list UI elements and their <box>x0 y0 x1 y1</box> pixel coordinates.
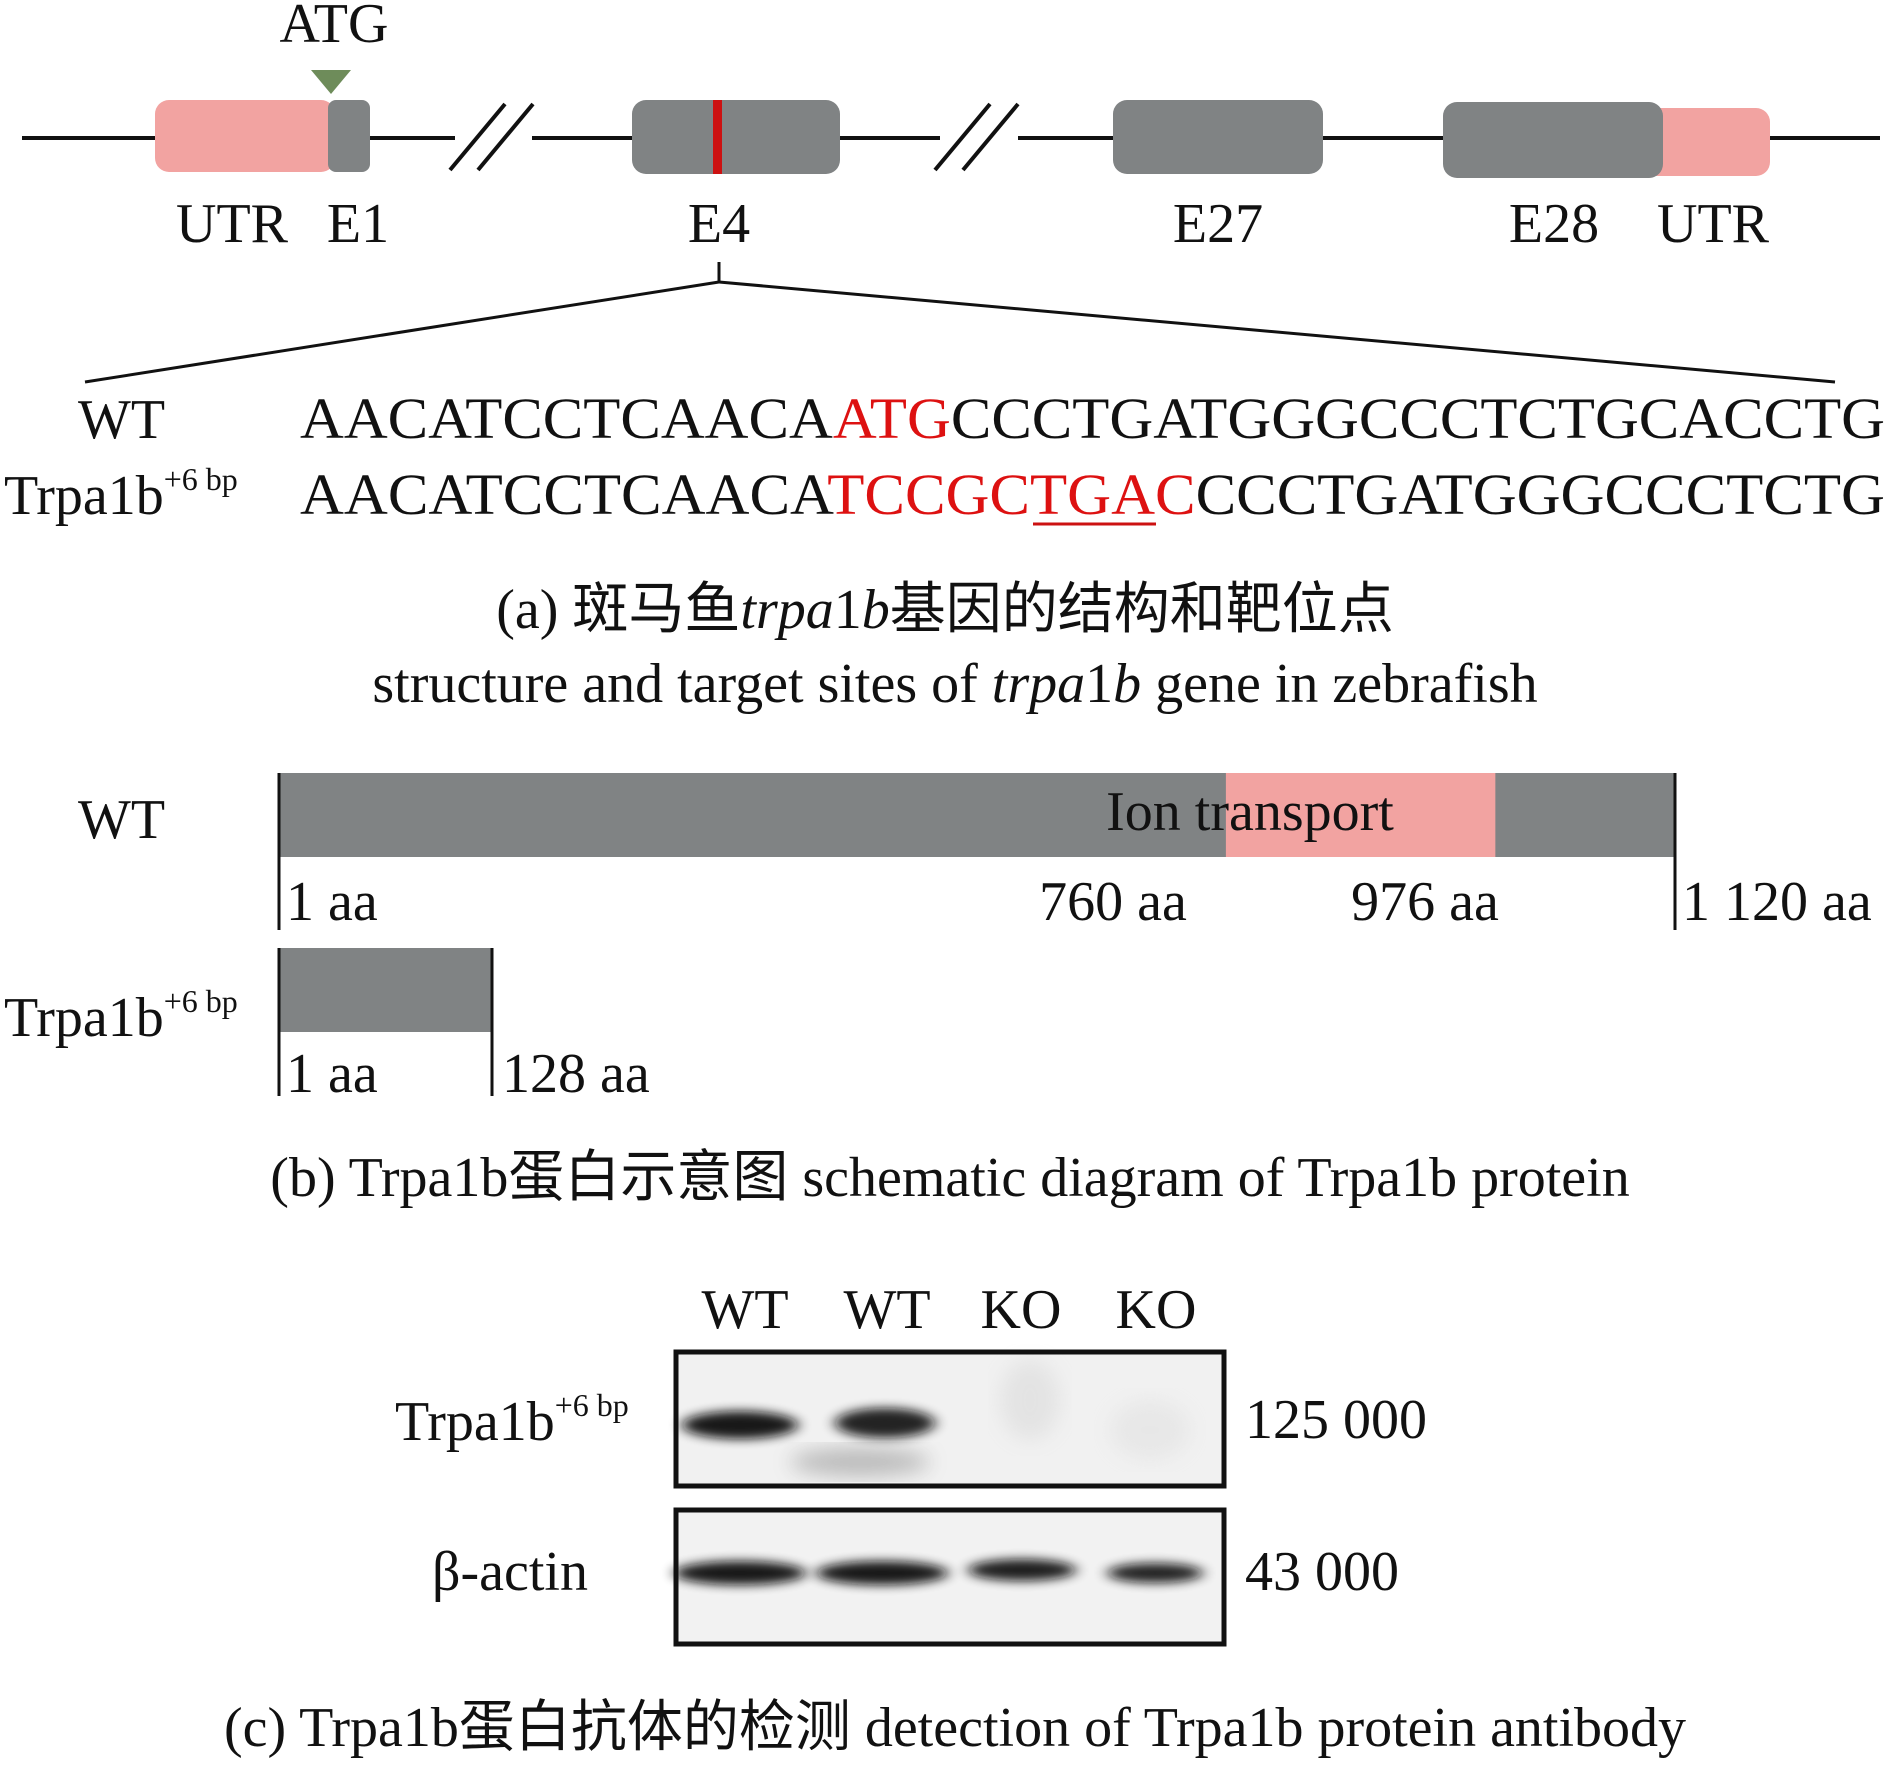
break-mark-2 <box>933 102 1020 172</box>
tick-label-domain-start: 760 aa <box>1039 871 1187 933</box>
blot-trpa1b <box>673 1349 1227 1489</box>
exon-e27 <box>1113 100 1323 174</box>
panel-c: WT WT KO KO Trpa1b+6 bp 125 000 β- <box>224 1279 1686 1759</box>
utr-right-block <box>1640 108 1770 176</box>
lane-label-3: KO <box>981 1279 1062 1341</box>
caption-b: (b) Trpa1b蛋白示意图 schematic diagram of Trp… <box>270 1147 1629 1209</box>
caption-c: (c) Trpa1b蛋白抗体的检测 detection of Trpa1b pr… <box>224 1697 1686 1759</box>
lane-label-2: WT <box>843 1279 930 1341</box>
caption-a-cn: (a) 斑马鱼trpa1b基因的结构和靶位点 <box>496 579 1394 641</box>
tick-label-end: 1 120 aa <box>1682 871 1872 933</box>
blot1-mw: 125 000 <box>1245 1389 1427 1451</box>
lane-label-1: WT <box>701 1279 788 1341</box>
blot1-label: Trpa1b+6 bp <box>395 1387 629 1453</box>
ion-transport-domain <box>1225 773 1496 857</box>
panel-b: WT Ion transport 1 aa 760 aa 976 aa 1 12… <box>4 773 1872 1209</box>
protein-mut-label: Trpa1b+6 bp <box>4 983 238 1049</box>
blot-beta-actin <box>673 1507 1227 1647</box>
lane-label-4: KO <box>1116 1279 1197 1341</box>
label-e1: E1 <box>327 193 389 255</box>
caption-a-en: structure and target sites of trpa1b gen… <box>372 653 1537 715</box>
blot2-label: β-actin <box>432 1541 588 1603</box>
tick-label-domain-end: 976 aa <box>1351 871 1499 933</box>
protein-mut-bar <box>278 948 493 1032</box>
domain-label: Ion transport <box>1106 781 1394 843</box>
zoom-connector <box>84 262 1836 384</box>
exon-e1 <box>328 100 370 172</box>
mutation-site-mark <box>713 100 722 174</box>
exon-e4 <box>632 100 840 174</box>
atg-label: ATG <box>280 0 389 55</box>
tick-label-start: 1 aa <box>286 871 378 933</box>
utr-left-block <box>155 100 335 172</box>
panel-a: ATG UTR E1 E4 E27 E28 UTR WT Trpa1b+6 bp… <box>4 0 1885 715</box>
protein-wt-label: WT <box>78 789 165 851</box>
label-e27: E27 <box>1173 193 1263 255</box>
label-utr-right: UTR <box>1657 193 1770 255</box>
label-utr-left: UTR <box>176 193 289 255</box>
label-e28: E28 <box>1509 193 1599 255</box>
seq-mut-label: Trpa1b+6 bp <box>4 461 238 527</box>
break-mark-1 <box>448 102 535 172</box>
mut-tick-label-end: 128 aa <box>502 1043 650 1105</box>
seq-wt-label: WT <box>78 389 165 451</box>
atg-triangle-icon <box>311 70 351 94</box>
blot2-mw: 43 000 <box>1245 1541 1399 1603</box>
label-e4: E4 <box>688 193 750 255</box>
mut-tick-label-start: 1 aa <box>286 1043 378 1105</box>
exon-e28 <box>1443 102 1663 178</box>
